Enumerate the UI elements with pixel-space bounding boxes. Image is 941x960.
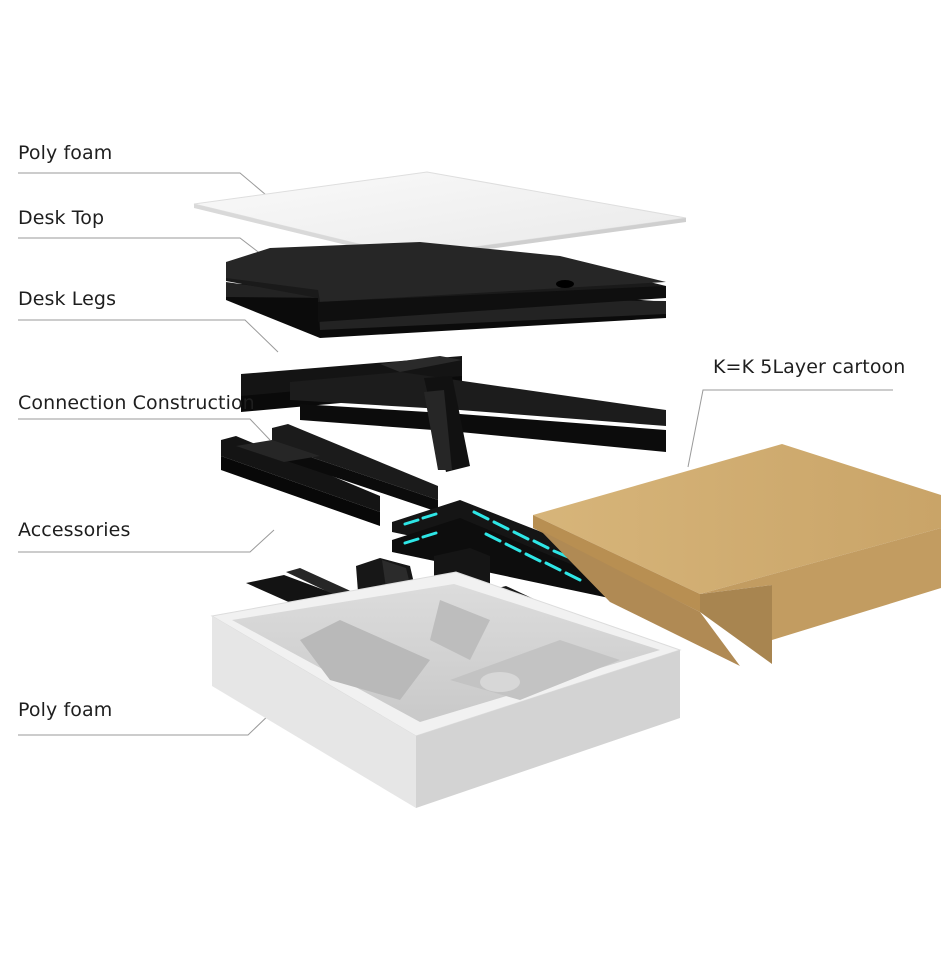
desk-top-panels xyxy=(226,242,666,338)
leader-line-desk-top xyxy=(18,237,267,259)
carton-box xyxy=(533,444,941,666)
label-carton: K=K 5Layer cartoon xyxy=(713,356,906,378)
label-desk-top: Desk Top xyxy=(18,207,105,229)
leader-line-carton xyxy=(687,389,893,468)
label-poly-foam-bottom: Poly foam xyxy=(18,699,113,721)
leader-lines xyxy=(18,172,893,736)
connection-construction xyxy=(221,424,438,526)
poly-foam-tray xyxy=(210,571,682,808)
label-poly-foam-top: Poly foam xyxy=(18,142,113,164)
label-connection-construction: Connection Construction xyxy=(18,392,255,414)
leader-line-connection xyxy=(18,418,271,441)
cable-grommet-hole xyxy=(556,280,574,288)
leader-line-accessories xyxy=(18,529,275,553)
leader-line-poly-foam-bottom xyxy=(18,711,273,736)
leader-line-desk-legs xyxy=(18,319,279,353)
desk-legs xyxy=(241,356,666,472)
leader-line-poly-foam-top xyxy=(18,172,273,201)
label-accessories: Accessories xyxy=(18,519,131,541)
label-desk-legs: Desk Legs xyxy=(18,288,117,310)
